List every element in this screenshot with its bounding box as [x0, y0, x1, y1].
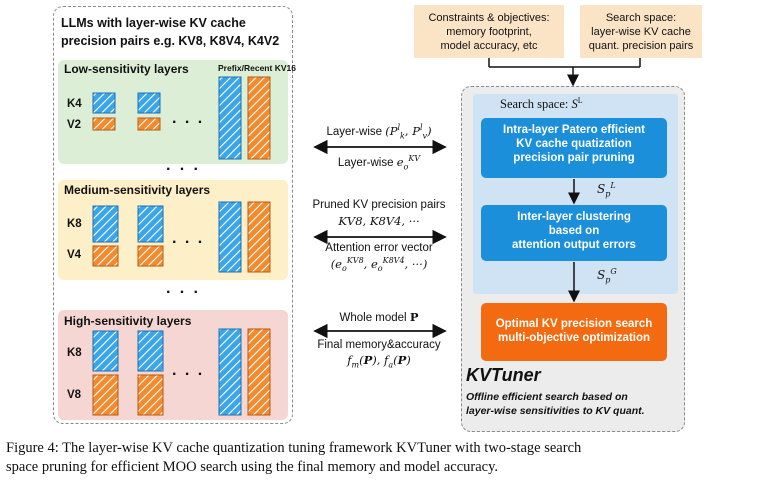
- high-prefix-v-block: [247, 328, 271, 416]
- med-k-block-2: [137, 205, 164, 243]
- high-k-block-1: [92, 330, 119, 372]
- row1-a-math: (Plk, Plv): [385, 123, 432, 141]
- constraints-line2: memory footprint,: [446, 26, 532, 38]
- right-flow-arrows: [568, 179, 580, 303]
- row3-top: Whole model P: [279, 310, 479, 324]
- row2-a-label: Pruned KV precision pairs: [312, 199, 446, 211]
- search-space-sup: L: [577, 96, 583, 105]
- sp-g-sup: G: [610, 267, 617, 276]
- optimal-line1: Optimal KV precision search: [495, 318, 653, 330]
- inter-layer-box: Inter-layer clustering based on attentio…: [481, 205, 667, 261]
- med-k-label: K8: [67, 218, 82, 230]
- row3-b-math: fm(P), fa(P): [347, 353, 411, 370]
- intra-layer-box: Intra-layer Patero efficient KV cache qu…: [481, 118, 667, 178]
- inter-line3: attention output errors: [512, 239, 636, 251]
- kvtuner-description: Offline efficient search based on layer-…: [466, 390, 682, 418]
- high-kv-blocks: [92, 328, 271, 416]
- high-v-label: V8: [67, 389, 82, 401]
- prefix-recent-label: Prefix/Recent KV16: [218, 63, 296, 73]
- med-ellipsis: . . .: [172, 230, 205, 247]
- constraints-line3: model accuracy, etc: [440, 40, 538, 52]
- sp-l-label: SpL: [597, 181, 616, 198]
- med-prefix-k-block: [218, 201, 242, 273]
- med-v-block-2: [137, 245, 164, 267]
- high-k-label: K8: [67, 347, 82, 359]
- high-band-title: High-sensitivity layers: [64, 314, 192, 328]
- sp-g-sub: p: [605, 275, 611, 285]
- search-space-label: Search space: SL: [500, 96, 583, 112]
- caption-line2: space pruning for efficient MOO search u…: [6, 459, 499, 475]
- search-space-box: Search space: layer-wise KV cache quant.…: [580, 5, 702, 58]
- high-ellipsis: . . .: [172, 362, 205, 379]
- optimal-search-box: Optimal KV precision search multi-object…: [481, 303, 667, 361]
- left-panel-title: LLMs with layer-wise KV cache precision …: [61, 14, 291, 50]
- med-k-block-1: [92, 205, 119, 243]
- intra-line1: Intra-layer Patero efficient: [503, 124, 645, 136]
- inter-line1: Inter-layer clustering: [517, 211, 631, 223]
- inter-line2: based on: [548, 225, 600, 237]
- high-k-block-2: [137, 330, 164, 372]
- sp-l-symbol: S: [597, 182, 606, 196]
- space-line2: layer-wise KV cache: [591, 26, 691, 38]
- row1-a-label: Layer-wise: [326, 125, 383, 138]
- row2-a-math: KV8, K8V4, ···: [338, 214, 420, 228]
- kvtuner-title: KVTuner: [466, 365, 541, 385]
- row1-top: Layer-wise (Plk, Plv): [279, 123, 479, 140]
- optimal-line2: multi-objective optimization: [497, 332, 651, 344]
- middle-arrows: [313, 139, 447, 339]
- sp-l-sub: p: [605, 189, 611, 199]
- caption-line1: Figure 4: The layer-wise KV cache quanti…: [6, 440, 582, 456]
- figure-caption: Figure 4: The layer-wise KV cache quanti…: [6, 439, 758, 477]
- intra-line3: precision pair pruning: [513, 152, 635, 164]
- low-prefix-v-block: [247, 76, 271, 160]
- row2-b-math: (eoKV8, eoK8V4, ···): [330, 256, 428, 274]
- row1-b-label: Layer-wise: [337, 156, 394, 169]
- high-v-block-1: [92, 374, 119, 416]
- kvtuner-desc-line1: Offline efficient search based on: [466, 391, 628, 403]
- vertical-dots-2: · · ·: [166, 284, 201, 301]
- constraints-box: Constraints & objectives: memory footpri…: [414, 5, 564, 58]
- med-prefix-v-block: [247, 201, 271, 273]
- constraints-line1: Constraints & objectives:: [428, 12, 550, 24]
- low-kv-blocks: [92, 76, 271, 160]
- left-title-line1: LLMs with layer-wise KV cache: [61, 16, 246, 30]
- high-v-block-2: [137, 374, 164, 416]
- low-k-block-2: [137, 92, 161, 114]
- med-v-label: V4: [67, 249, 82, 261]
- low-prefix-k-block: [218, 76, 242, 160]
- row3-a-math: P: [409, 310, 419, 324]
- row1-bottom: Layer-wise eoKV: [279, 154, 479, 171]
- low-k-block-1: [92, 92, 116, 114]
- low-band-title: Low-sensitivity layers: [64, 62, 189, 76]
- sp-g-label: SpG: [597, 267, 617, 284]
- high-prefix-k-block: [218, 328, 242, 416]
- med-v-block-1: [92, 245, 119, 267]
- row1-b-math: eoKV: [396, 154, 421, 172]
- low-v-block-1: [92, 117, 116, 131]
- med-kv-blocks: [92, 201, 271, 273]
- space-line1: Search space:: [605, 12, 677, 24]
- intra-line2: KV cache quatization: [516, 138, 632, 150]
- space-line3: quant. precision pairs: [588, 40, 694, 52]
- row2-b-label: Attention error vector: [325, 242, 433, 254]
- sp-l-sup: L: [610, 181, 616, 190]
- search-space-symbol: S: [571, 97, 578, 112]
- vertical-dots-1: · · ·: [166, 161, 201, 178]
- low-v-label: V2: [67, 119, 82, 131]
- sp-g-symbol: S: [597, 268, 606, 282]
- low-v-block-2: [137, 117, 161, 131]
- low-ellipsis: . . .: [172, 110, 205, 127]
- row3-b-label: Final memory&accuracy: [317, 339, 441, 351]
- search-space-text: Search space:: [500, 97, 569, 112]
- kvtuner-desc-line2: layer-wise sensitivities to KV quant.: [466, 405, 645, 417]
- top-connectors: [488, 58, 641, 87]
- medium-band-title: Medium-sensitivity layers: [64, 183, 211, 197]
- left-title-line2: precision pairs e.g. KV8, K8V4, K4V2: [61, 34, 280, 48]
- low-k-label: K4: [67, 98, 82, 110]
- row3-a-label: Whole model: [339, 312, 407, 324]
